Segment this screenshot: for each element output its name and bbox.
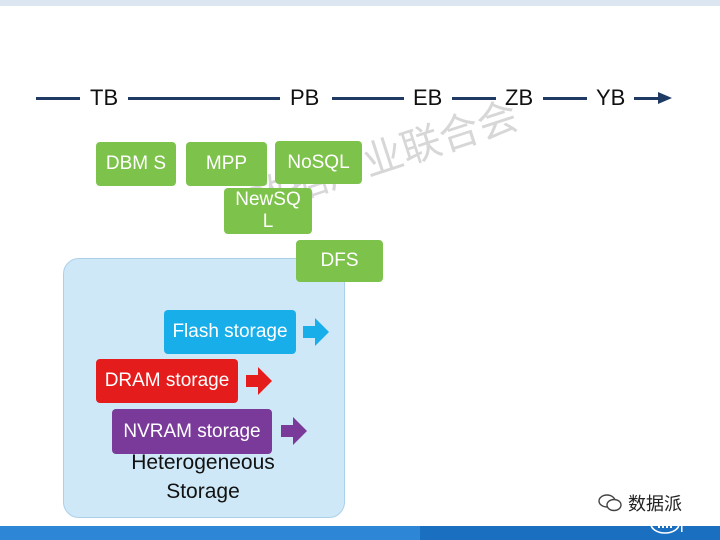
newsql-box: NewSQ L bbox=[224, 188, 312, 234]
brand-name: 数据派 bbox=[628, 494, 682, 515]
axis-segment bbox=[634, 97, 660, 100]
dbms-box: DBM S bbox=[96, 142, 176, 186]
nosql-box: NoSQL bbox=[275, 141, 362, 184]
footer-bar bbox=[0, 526, 720, 540]
dram-storage-box: DRAM storage bbox=[96, 359, 238, 403]
axis-segment bbox=[332, 97, 404, 100]
axis-segment bbox=[543, 97, 587, 100]
data-scale-axis: TB PB EB ZB YB bbox=[0, 0, 720, 120]
scale-label-eb: EB bbox=[413, 85, 443, 110]
brand-watermark: 数据派 bbox=[598, 490, 682, 516]
top-decor-line bbox=[0, 0, 720, 6]
heterogeneous-storage-caption: Heterogeneous Storage bbox=[131, 451, 275, 503]
chat-bubbles-icon bbox=[598, 494, 622, 512]
block-arrow-right-icon bbox=[281, 417, 307, 445]
nvram-storage-box: NVRAM storage bbox=[112, 409, 272, 454]
axis-segment bbox=[452, 97, 496, 100]
scale-label-tb: TB bbox=[90, 85, 119, 110]
axis-segment bbox=[128, 97, 280, 100]
block-arrow-right-icon bbox=[303, 318, 329, 346]
scale-label-yb: YB bbox=[596, 85, 626, 110]
arrow-right-icon bbox=[658, 92, 672, 104]
scale-label-zb: ZB bbox=[505, 85, 534, 110]
mpp-box: MPP bbox=[186, 142, 267, 186]
footer-bar-accent bbox=[0, 526, 420, 540]
axis-segment bbox=[36, 97, 80, 100]
dfs-box: DFS bbox=[296, 240, 383, 282]
block-arrow-right-icon bbox=[246, 367, 272, 395]
flash-storage-box: Flash storage bbox=[164, 310, 296, 354]
scale-label-pb: PB bbox=[290, 85, 320, 110]
intel-logo bbox=[650, 514, 683, 534]
